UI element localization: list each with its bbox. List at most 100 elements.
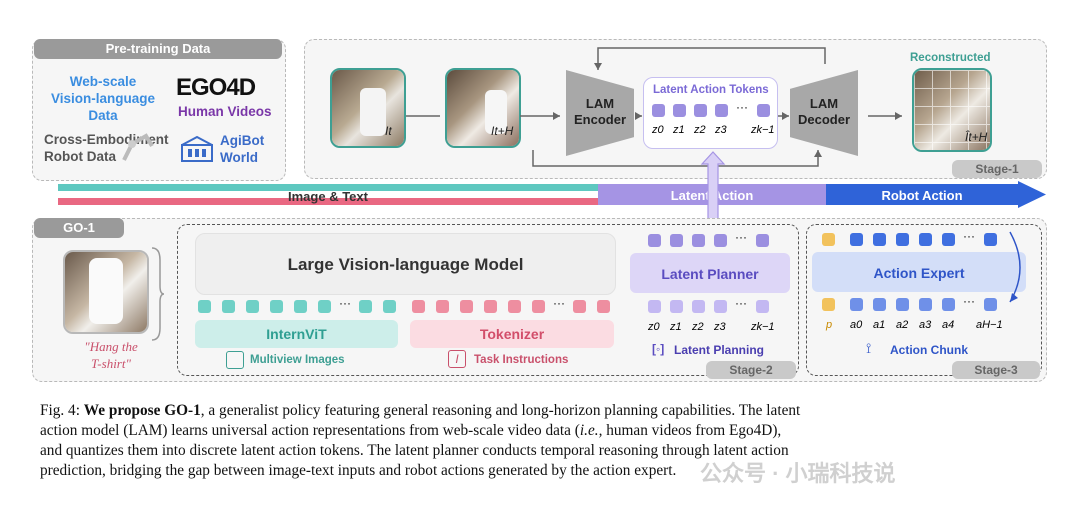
action-token-top bbox=[942, 233, 955, 246]
action-label: a4 bbox=[942, 319, 955, 331]
planner-token-label: z3 bbox=[714, 321, 726, 333]
planner-token-top bbox=[670, 234, 683, 247]
agibot-label: AgiBot World bbox=[220, 133, 265, 165]
image-text-bar-teal bbox=[58, 184, 598, 191]
ellipsis: ··· bbox=[963, 294, 975, 308]
latent-token bbox=[673, 104, 686, 117]
vision-token bbox=[222, 300, 235, 313]
vision-token bbox=[198, 300, 211, 313]
planner-token-top bbox=[714, 234, 727, 247]
action-token-top bbox=[873, 233, 886, 246]
robot-arm-icon: ⟟ bbox=[866, 340, 872, 356]
token-label: z2 bbox=[694, 124, 706, 136]
action-token-top bbox=[896, 233, 909, 246]
planner-token-top bbox=[692, 234, 705, 247]
planner-token-bottom bbox=[714, 300, 727, 313]
vision-token bbox=[270, 300, 283, 313]
human-videos-label: Human Videos bbox=[178, 104, 272, 119]
ellipsis: ··· bbox=[736, 100, 748, 114]
planner-token-top bbox=[648, 234, 661, 247]
robot-action-label: Robot Action bbox=[881, 188, 963, 203]
text-token bbox=[484, 300, 497, 313]
caption-line4: prediction, bridging the gap between ima… bbox=[40, 462, 677, 479]
action-token-top bbox=[919, 233, 932, 246]
multiview-icon bbox=[226, 351, 244, 369]
text-token bbox=[412, 300, 425, 313]
planner-token-label: z0 bbox=[648, 321, 660, 333]
robot-arm-icon bbox=[118, 128, 158, 169]
latent-planning-label: Latent Planning bbox=[674, 343, 764, 357]
noisy-action-token bbox=[919, 298, 932, 311]
token-label: z1 bbox=[673, 124, 685, 136]
reconstructed-label: Reconstructed bbox=[910, 52, 991, 64]
caption-line3: and quantizes them into discrete latent … bbox=[40, 442, 789, 459]
frame-tH-label: It+H bbox=[491, 124, 514, 138]
frame-t-image bbox=[330, 68, 406, 148]
tokenizer-box bbox=[410, 320, 614, 348]
latent-planner-label: Latent Planner bbox=[661, 266, 759, 282]
action-label: a3 bbox=[919, 319, 932, 331]
agibot-icon bbox=[180, 135, 214, 168]
action-chunk-label: Action Chunk bbox=[890, 343, 968, 357]
caption-fig: Fig. 4: bbox=[40, 402, 80, 419]
reconstructed-image bbox=[912, 68, 992, 152]
action-expert-box bbox=[812, 252, 1026, 292]
internvit-label: InternViT bbox=[266, 326, 327, 342]
planner-token-label: z1 bbox=[670, 321, 682, 333]
vision-token bbox=[294, 300, 307, 313]
ellipsis: ··· bbox=[339, 296, 351, 310]
brace bbox=[151, 247, 165, 341]
text-token bbox=[597, 300, 610, 313]
action-label: a2 bbox=[896, 319, 909, 331]
denoise-loop-arrow bbox=[1009, 231, 1021, 303]
noisy-action-token bbox=[873, 298, 886, 311]
frame-tH-image bbox=[445, 68, 521, 148]
task-instruction-icon: I bbox=[448, 350, 466, 368]
go1-tag: GO-1 bbox=[34, 218, 124, 238]
latent-tokens-title: Latent Action Tokens bbox=[653, 84, 769, 96]
caption-ie: i.e., bbox=[579, 422, 603, 439]
lvlm-label: Large Vision-language Model bbox=[287, 255, 524, 274]
cross-embodiment-label: Cross-Embodiment Robot Data bbox=[44, 132, 169, 164]
caption-bold: We propose GO-1 bbox=[83, 402, 201, 419]
token-label: z0 bbox=[652, 124, 664, 136]
proprio-token bbox=[822, 298, 835, 311]
planner-token-bottom bbox=[648, 300, 661, 313]
lvlm-box bbox=[195, 233, 616, 295]
ego4d-logo: EGO4D bbox=[176, 74, 256, 101]
caption-line2a: action model (LAM) learns universal acti… bbox=[40, 422, 580, 439]
observation-image bbox=[63, 250, 149, 334]
planner-token-label: z2 bbox=[692, 321, 704, 333]
latent-token bbox=[694, 104, 707, 117]
latent-tokens-box bbox=[643, 77, 778, 149]
action-token-top bbox=[984, 233, 997, 246]
text-token bbox=[508, 300, 521, 313]
text-token bbox=[436, 300, 449, 313]
stage3-tag: Stage-3 bbox=[952, 361, 1040, 379]
noisy-action-token bbox=[896, 298, 909, 311]
token-label: zk−1 bbox=[751, 124, 775, 136]
planner-token-bottom bbox=[692, 300, 705, 313]
noisy-action-token bbox=[850, 298, 863, 311]
robot-action-bar bbox=[826, 184, 1018, 205]
proprio-token bbox=[822, 233, 835, 246]
image-text-label: Image & Text bbox=[288, 189, 368, 204]
frame-t-label: It bbox=[385, 124, 392, 138]
noisy-action-token bbox=[984, 298, 997, 311]
figure-caption: Fig. 4: We propose GO-1, a generalist po… bbox=[40, 401, 1050, 481]
noisy-action-token bbox=[942, 298, 955, 311]
caption-line1: , a generalist policy featuring general … bbox=[200, 402, 801, 419]
action-label: a1 bbox=[873, 319, 886, 331]
ellipsis: ··· bbox=[735, 230, 747, 244]
stage1-tag: Stage-1 bbox=[952, 160, 1042, 178]
text-token bbox=[460, 300, 473, 313]
pretraining-title: Pre-training Data bbox=[34, 39, 282, 59]
text-token bbox=[573, 300, 586, 313]
planner-token-bottom bbox=[670, 300, 683, 313]
planner-token-bottom bbox=[756, 300, 769, 313]
tokenizer-label: Tokenizer bbox=[479, 326, 545, 342]
text-token bbox=[532, 300, 545, 313]
